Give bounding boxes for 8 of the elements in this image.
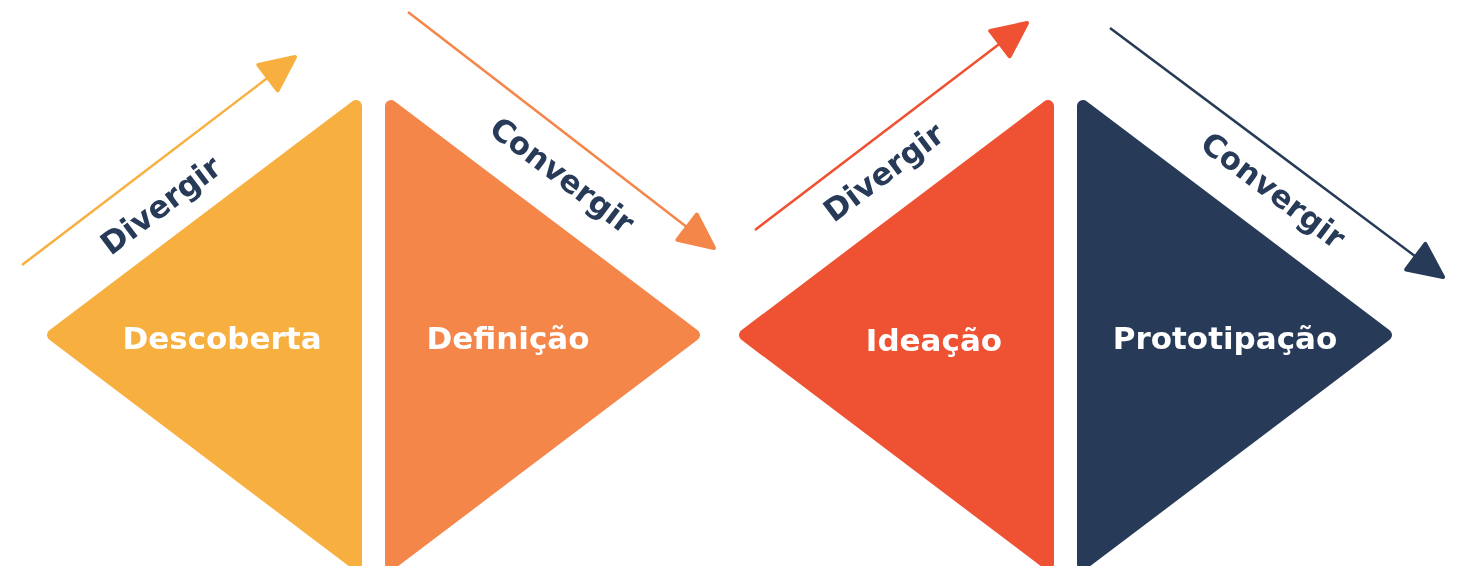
stage-label: Descoberta — [122, 320, 322, 356]
stage-label: Definição — [426, 320, 590, 356]
triangle — [737, 100, 1054, 566]
stage-label: Ideação — [865, 322, 1003, 358]
triangle — [45, 100, 362, 566]
triangle — [385, 100, 702, 566]
stage-label: Prototipação — [1112, 320, 1338, 356]
triangle — [1077, 100, 1394, 566]
